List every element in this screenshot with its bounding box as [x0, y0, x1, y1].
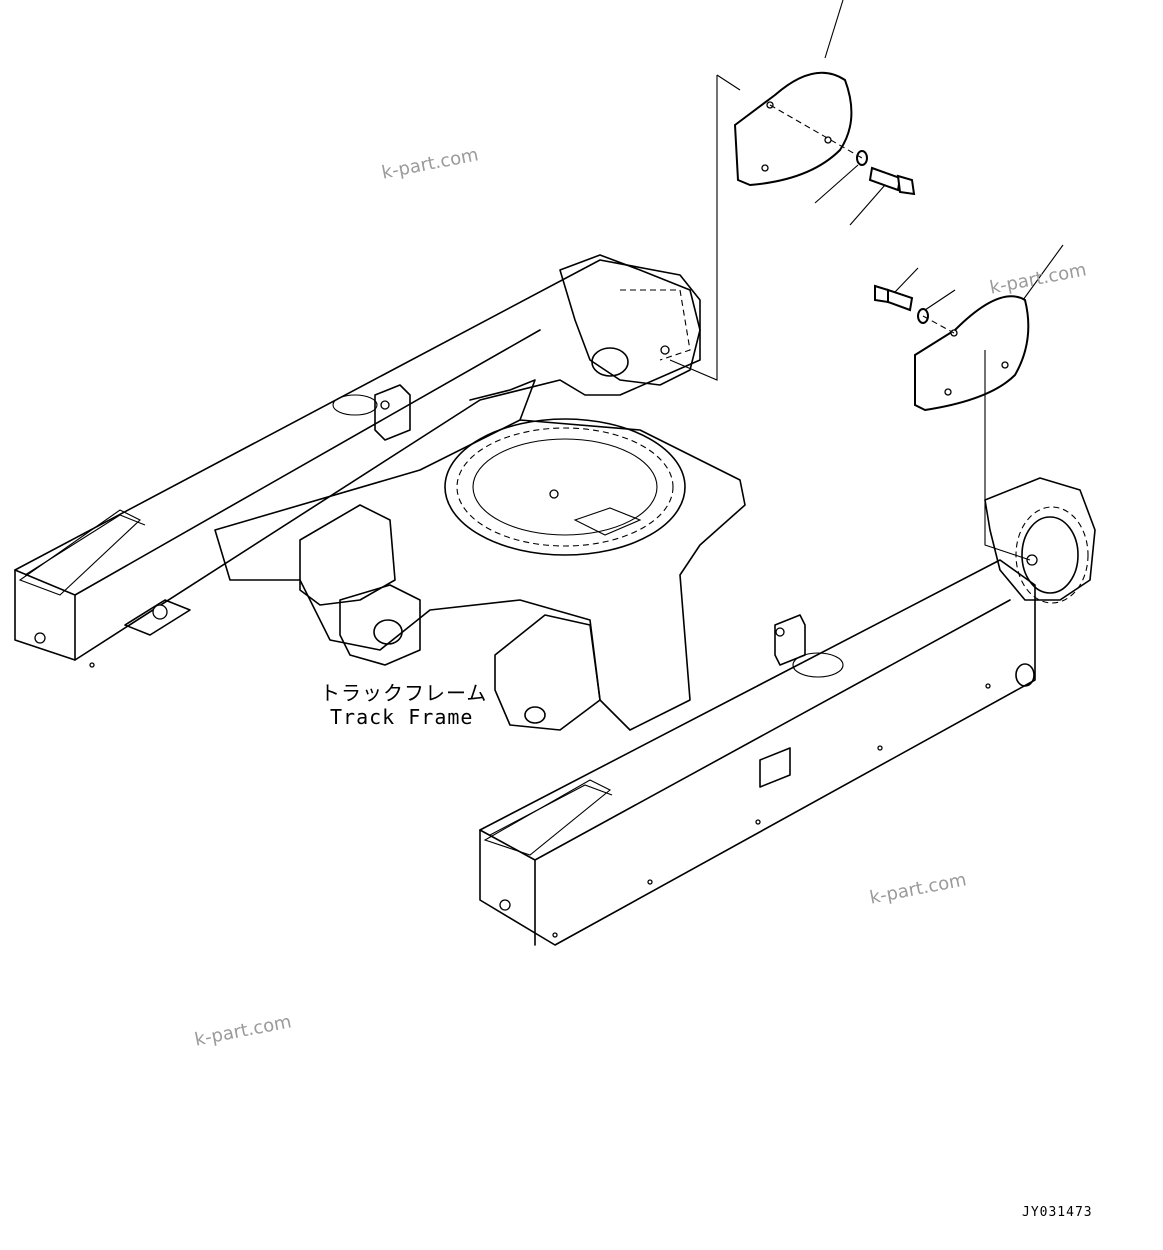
bolt-upper	[849, 166, 916, 226]
left-idler-boss	[559, 254, 701, 386]
leader-upper	[769, 104, 863, 159]
leader-upper-cover	[716, 74, 741, 91]
center-body	[214, 379, 746, 731]
leader-lower	[922, 315, 955, 334]
left-bracket	[332, 384, 411, 441]
washer-lower	[917, 289, 956, 324]
right-bracket	[774, 614, 844, 678]
bolt-lower	[874, 267, 919, 312]
right-side-frame	[479, 559, 1036, 946]
left-side-frame	[14, 259, 701, 668]
washer-upper	[814, 150, 868, 204]
track-frame-label-japanese: トラックフレーム	[320, 681, 488, 705]
track-frame-label-english: Track Frame	[330, 705, 474, 729]
drawing-code: JY031473	[1022, 1205, 1093, 1220]
right-idler-boss	[984, 477, 1096, 604]
cover-plate-lower	[914, 244, 1064, 412]
center-rear-bosses	[299, 504, 601, 731]
leader-upper-frame	[669, 75, 718, 381]
cover-plate-upper	[733, 0, 853, 187]
leader-lower-frame	[984, 350, 1031, 561]
